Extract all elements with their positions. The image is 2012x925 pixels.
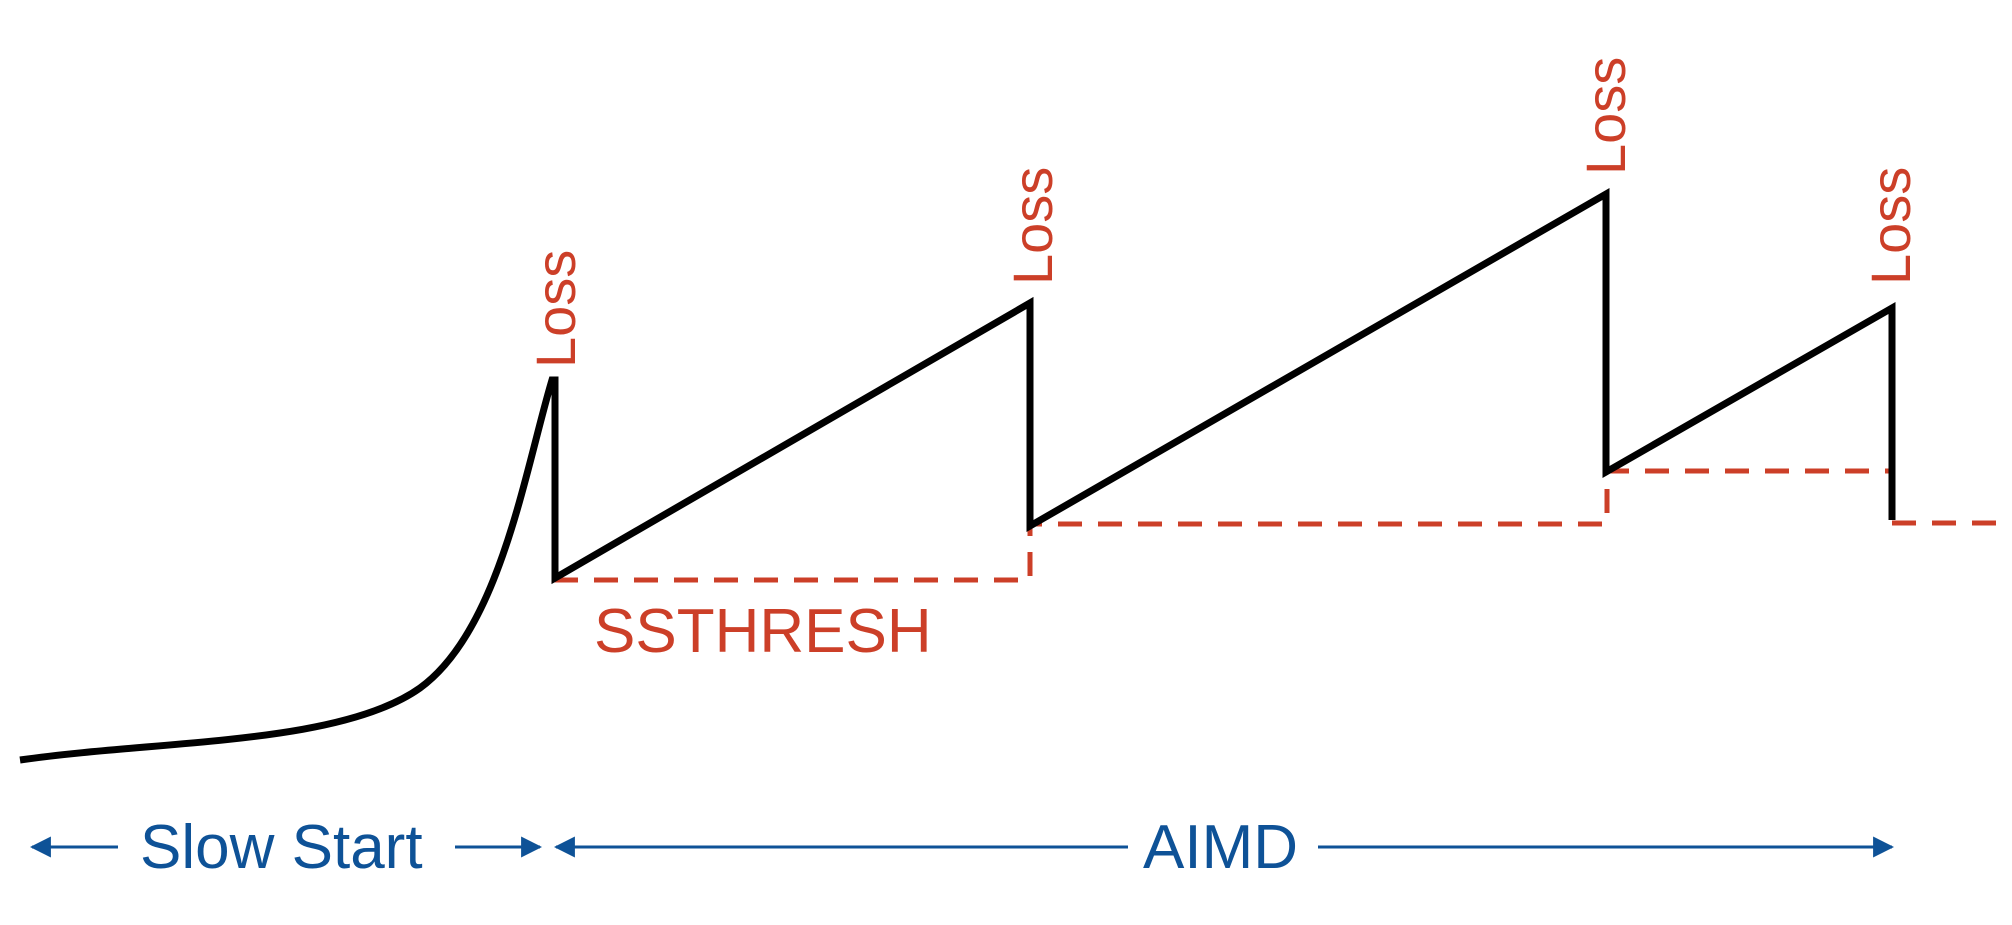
congestion-window-line — [19, 187, 1896, 764]
loss-label-1: Loss — [524, 250, 587, 368]
ssthresh-label: SSTHRESH — [594, 597, 932, 666]
slow-start-label: Slow Start — [140, 813, 423, 882]
ssthresh-line — [554, 468, 2012, 583]
loss-label-4: Loss — [1859, 167, 1922, 285]
aimd-label: AIMD — [1143, 813, 1298, 882]
loss-label-2: Loss — [1001, 167, 1064, 285]
loss-label-3: Loss — [1574, 57, 1637, 175]
